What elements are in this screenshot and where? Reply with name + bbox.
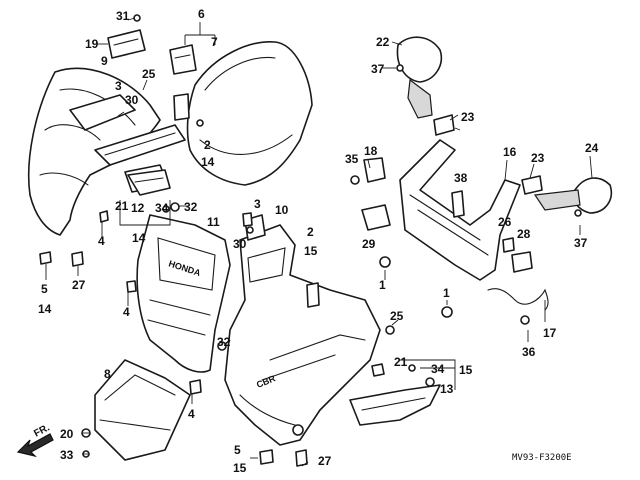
callout-14-left: 14 bbox=[38, 302, 52, 316]
callout-32-low: 32 bbox=[217, 335, 231, 349]
callout-17: 17 bbox=[543, 326, 557, 340]
callout-7: 7 bbox=[211, 35, 218, 49]
callout-37-right: 37 bbox=[574, 236, 588, 250]
callout-6: 6 bbox=[198, 7, 205, 21]
inner-bracket-left bbox=[99, 169, 180, 223]
callout-3-mid: 3 bbox=[254, 197, 261, 211]
leader-lines bbox=[45, 17, 593, 467]
callout-28: 28 bbox=[517, 227, 531, 241]
callout-24: 24 bbox=[585, 141, 599, 155]
callout-30: 30 bbox=[125, 93, 139, 107]
front-direction-arrow: FR. bbox=[16, 422, 54, 458]
callout-15-low: 15 bbox=[233, 461, 247, 475]
mirror-right bbox=[533, 177, 612, 217]
callout-19: 19 bbox=[85, 37, 99, 51]
callout-4-left: 4 bbox=[98, 234, 105, 248]
callout-5-low: 5 bbox=[234, 443, 241, 457]
callout-15-right: 15 bbox=[459, 363, 473, 377]
callout-21-left: 21 bbox=[115, 199, 129, 213]
callout-3: 3 bbox=[115, 79, 122, 93]
callout-4-mid: 4 bbox=[123, 305, 130, 319]
callout-13: 13 bbox=[440, 382, 454, 396]
callout-16: 16 bbox=[503, 145, 517, 159]
small-fasteners bbox=[39, 212, 453, 467]
lower-panel bbox=[349, 363, 441, 426]
callout-8: 8 bbox=[104, 367, 111, 381]
callout-4-low: 4 bbox=[188, 407, 195, 421]
callout-12: 12 bbox=[131, 201, 145, 215]
front-cowl-center: HONDA bbox=[136, 214, 231, 373]
callout-33: 33 bbox=[60, 448, 74, 462]
wire-harness bbox=[487, 288, 549, 325]
callout-35: 35 bbox=[345, 152, 359, 166]
callout-10: 10 bbox=[275, 203, 289, 217]
callout-2-top: 2 bbox=[204, 138, 211, 152]
diagram-code: MV93-F3200E bbox=[512, 453, 572, 463]
callout-25: 25 bbox=[142, 67, 156, 81]
callout-14-top: 14 bbox=[201, 155, 215, 169]
callout-32-top: 32 bbox=[184, 200, 198, 214]
mirror-left bbox=[396, 36, 442, 119]
callout-31: 31 bbox=[116, 9, 130, 23]
callout-27-left: 27 bbox=[72, 278, 86, 292]
callout-1-right: 1 bbox=[443, 286, 450, 300]
callout-29: 29 bbox=[362, 237, 376, 251]
callout-34-right: 34 bbox=[431, 362, 445, 376]
callout-numbers: 31 19 9 3 25 30 6 7 22 37 23 18 35 16 23… bbox=[38, 7, 599, 475]
callout-15-mid: 15 bbox=[304, 244, 318, 258]
callout-5-left: 5 bbox=[41, 282, 48, 296]
callout-1-left: 1 bbox=[379, 278, 386, 292]
callout-34-left: 34 bbox=[155, 201, 169, 215]
windscreen bbox=[169, 41, 313, 186]
fairing-stay bbox=[350, 114, 543, 281]
callout-21-right: 21 bbox=[394, 355, 408, 369]
callout-27-low: 27 bbox=[318, 454, 332, 468]
callout-37-top: 37 bbox=[371, 62, 385, 76]
callout-14-mid: 14 bbox=[132, 231, 146, 245]
callout-30-mid: 30 bbox=[233, 237, 247, 251]
callout-36: 36 bbox=[522, 345, 536, 359]
lower-cover bbox=[81, 359, 191, 461]
callout-22: 22 bbox=[376, 35, 390, 49]
callout-26: 26 bbox=[498, 215, 512, 229]
callout-23-right: 23 bbox=[531, 151, 545, 165]
callout-2-mid: 2 bbox=[307, 225, 314, 239]
callout-11: 11 bbox=[207, 215, 220, 229]
callout-25-right: 25 bbox=[390, 309, 404, 323]
callout-23-left: 23 bbox=[461, 110, 475, 124]
callout-9: 9 bbox=[101, 54, 108, 68]
callout-18: 18 bbox=[364, 144, 378, 158]
callout-20: 20 bbox=[60, 427, 74, 441]
callout-38: 38 bbox=[454, 171, 468, 185]
